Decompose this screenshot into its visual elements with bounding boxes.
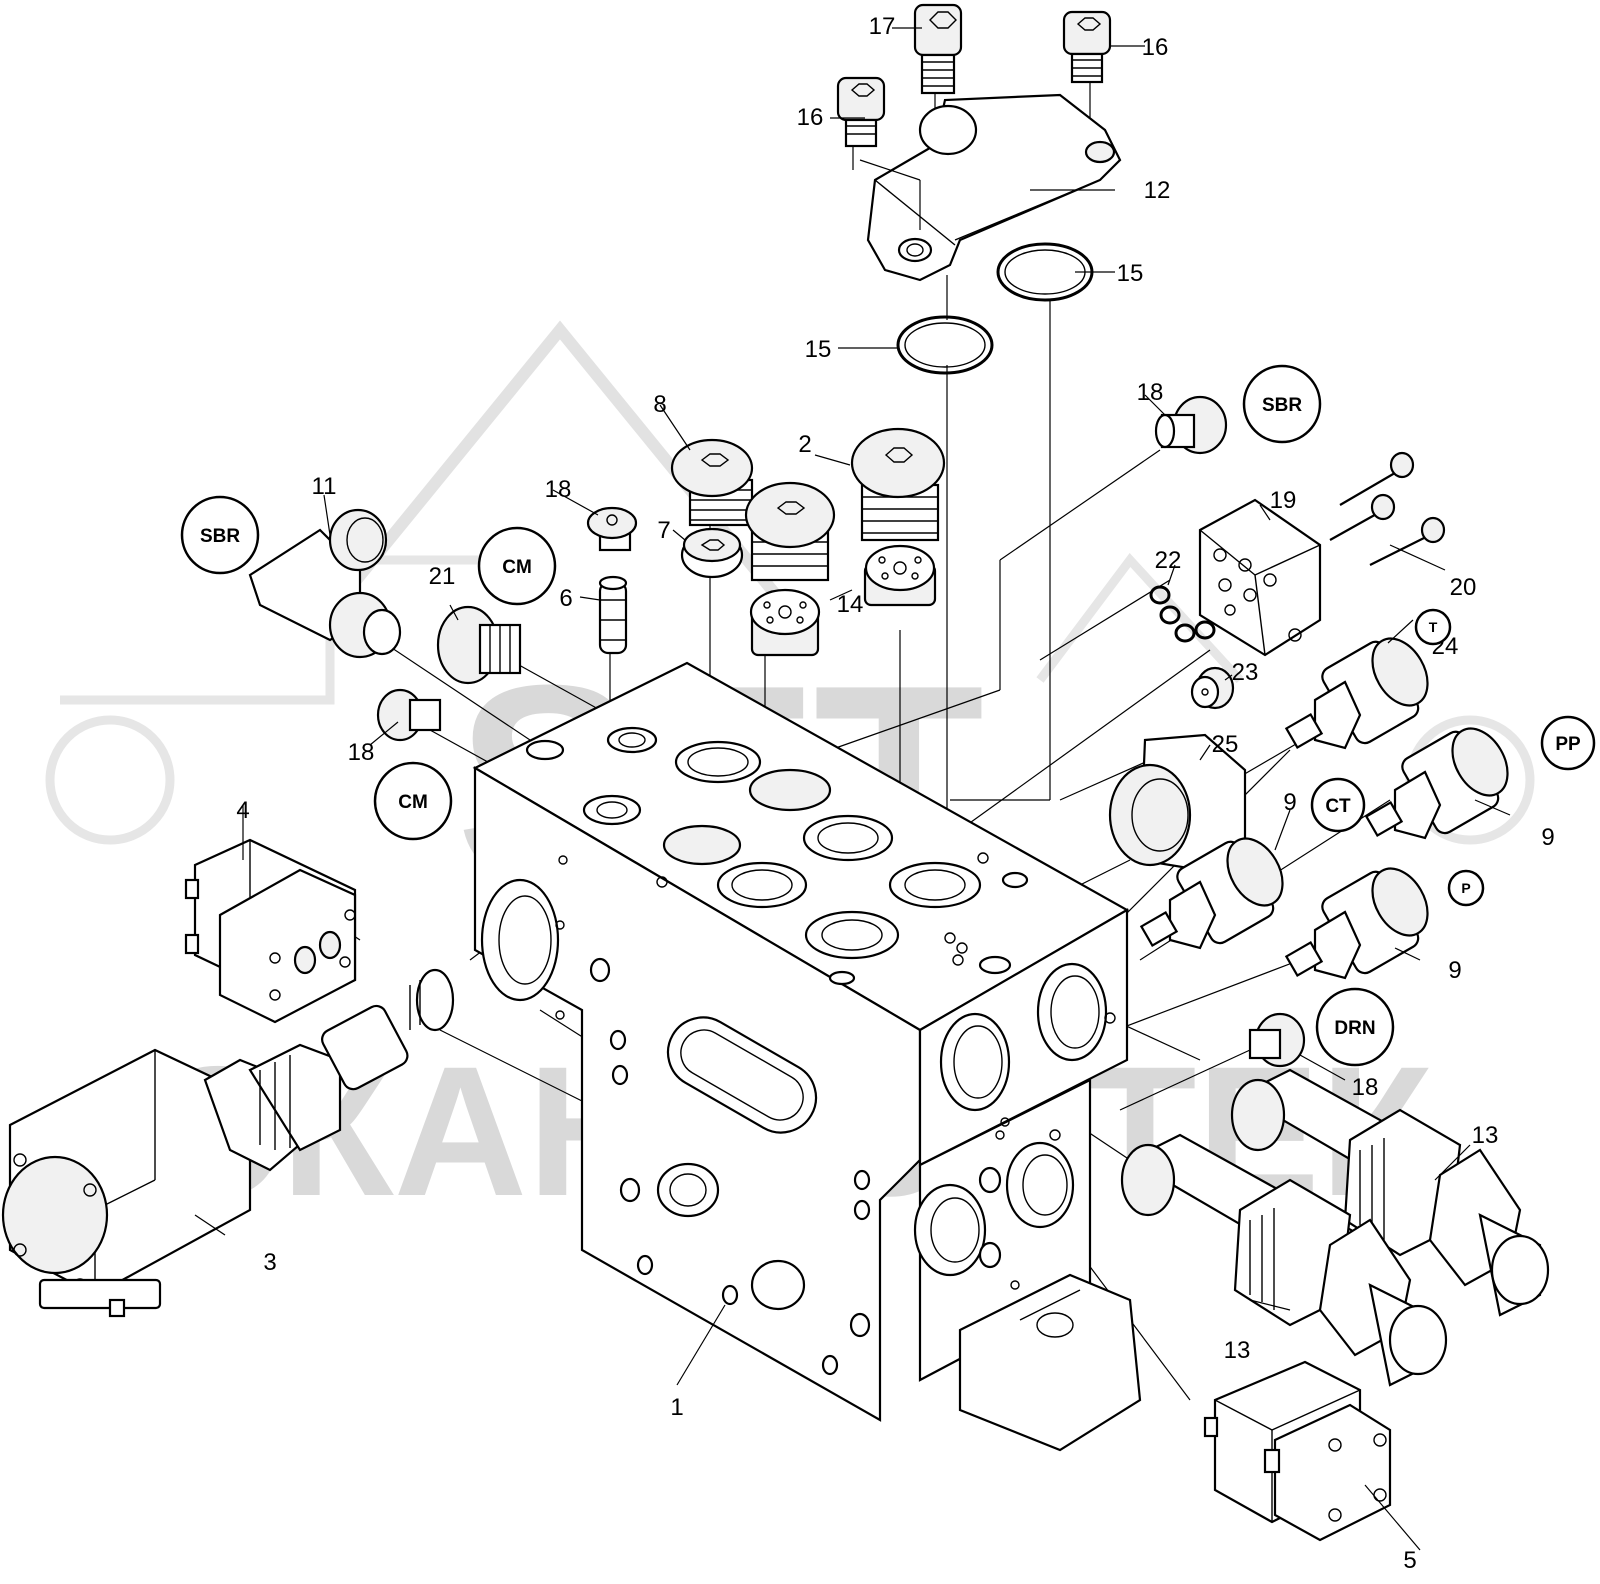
o-rings-22 [1149,585,1216,643]
port-sbr-right: SBR [1262,395,1302,416]
screws-20 [1329,451,1446,566]
port-drn: DRN [1334,1018,1375,1039]
bolt-17 [913,3,963,95]
label-19: 19 [1270,487,1297,514]
insert-14-left [749,588,821,657]
label-18-small: 18 [545,476,572,503]
module-5 [1203,1360,1392,1542]
label-18-cm: 18 [348,739,375,766]
label-1: 1 [670,1394,683,1421]
label-15-left: 15 [805,336,832,363]
plug-7 [680,527,744,579]
part-numbers: 1 2 3 4 5 6 7 8 9 9 9 11 12 13 13 14 15 … [236,13,1554,1574]
port-p: P [1461,880,1470,896]
callout-leaders [194,27,1511,1551]
flange-12 [859,93,1122,282]
plug-18-small [586,506,638,552]
label-9-ct: 9 [1283,789,1296,816]
label-18-drn: 18 [1352,1074,1379,1101]
label-12: 12 [1144,177,1171,204]
plug-21 [436,605,522,685]
label-23: 23 [1232,659,1259,686]
port-labels: SBR SBR CM CM T PP CT P DRN [180,364,1596,1067]
label-4: 4 [236,797,249,824]
solenoid-valve-3 [1,968,455,1318]
port-ct: CT [1325,796,1351,817]
label-15-right: 15 [1117,260,1144,287]
port-sbr-left: SBR [200,526,240,547]
plug-25 [1108,733,1247,872]
adapter-block-19 [1198,498,1322,657]
label-20: 20 [1450,574,1477,601]
bolt-16-left [836,76,886,148]
label-16-right: 16 [1142,34,1169,61]
plug-2-right [850,427,946,542]
bolt-16-right [1062,10,1112,84]
label-7: 7 [657,517,670,544]
spool-6 [598,575,628,655]
plug-8 [670,438,754,527]
label-9-pp: 9 [1541,824,1554,851]
cartridge-valve-13-lower [1120,1133,1448,1387]
module-4 [184,838,357,1024]
plug-18-cm [376,688,442,742]
port-cm-upper: CM [502,557,532,578]
port-pp: PP [1555,734,1581,755]
label-22: 22 [1155,547,1182,574]
sensor-9-p [1284,867,1429,980]
sensor-24 [1284,637,1429,750]
filter-23 [1190,666,1235,710]
label-25: 25 [1212,731,1239,758]
plug-18-sbr [1154,395,1228,455]
plug-18-drn [1248,1012,1306,1068]
label-8: 8 [653,391,666,418]
label-18-sbr: 18 [1137,379,1164,406]
elbow-fitting-11 [248,508,402,659]
label-13-upper: 13 [1472,1122,1499,1149]
port-cm-lower: CM [398,792,428,813]
label-11: 11 [312,473,337,500]
label-16-left: 16 [797,104,824,131]
plug-2-left [744,481,836,582]
label-17: 17 [869,13,896,40]
cartridge-valve-13-upper [1230,1068,1550,1317]
insert-14-right [863,544,937,607]
label-13-lower: 13 [1224,1337,1251,1364]
label-5: 5 [1403,1547,1416,1574]
label-21: 21 [429,563,456,590]
label-2: 2 [798,431,811,458]
label-14: 14 [837,591,864,618]
label-3: 3 [263,1249,276,1276]
port-t: T [1429,619,1438,635]
valve-block-housing [472,661,1142,1452]
sensor-9-pp [1364,727,1509,840]
o-ring-15-left [896,315,994,375]
label-9-p: 9 [1448,957,1461,984]
sensor-9-ct [1139,837,1284,950]
label-6: 6 [559,585,572,612]
